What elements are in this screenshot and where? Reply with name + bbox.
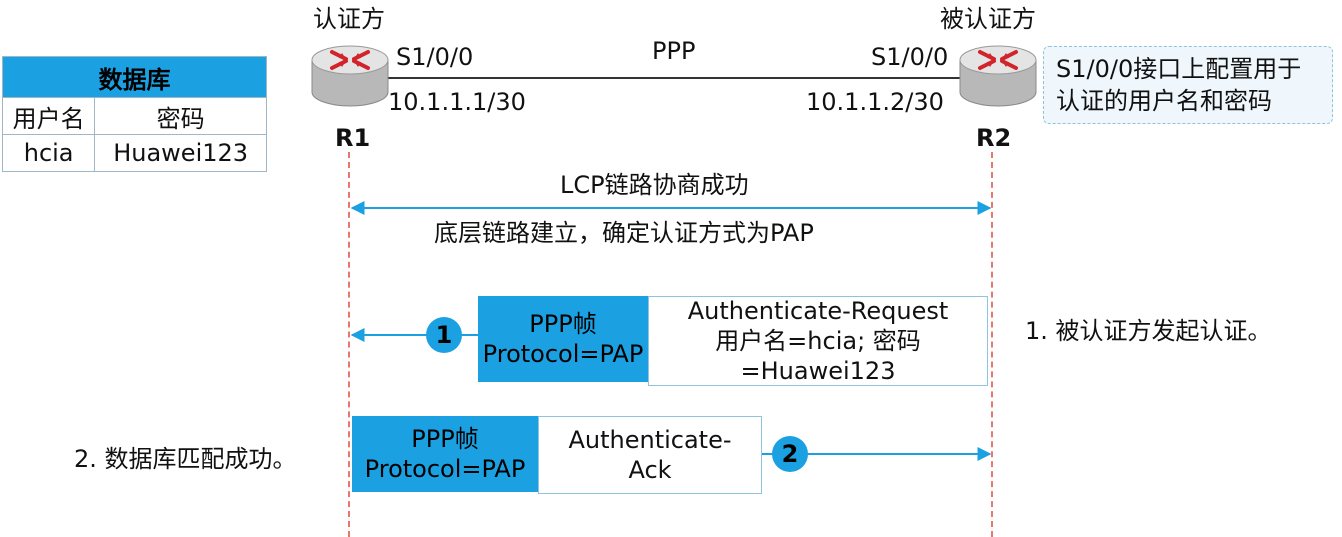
r1-role-label: 认证方	[313, 5, 385, 33]
msg2-frame-line2: Protocol=PAP	[364, 455, 526, 483]
database-table: 数据库 用户名 密码 hcia Huawei123	[1, 56, 267, 172]
step-1-badge: 1	[426, 317, 462, 353]
msg2-frame-line1: PPP帧	[411, 425, 479, 453]
msg1-frame-header: PPP帧 Protocol=PAP	[478, 296, 648, 382]
r1-ip: 10.1.1.1/30	[388, 88, 526, 116]
config-note: S1/0/0接口上配置用于 认证的用户名和密码	[1043, 46, 1333, 124]
msg1-body-line1: Authenticate-Request	[687, 297, 949, 325]
msg2-frame-body: Authenticate- Ack	[538, 416, 762, 494]
lcp-subtitle: 底层链路建立，确定认证方式为PAP	[434, 219, 814, 247]
msg1-frame-line2: Protocol=PAP	[482, 340, 644, 368]
r1-name: R1	[335, 124, 371, 152]
lcp-title: LCP链路协商成功	[560, 171, 749, 199]
router-icon	[311, 45, 389, 107]
router-icon	[959, 45, 1037, 107]
r2-role-label: 被认证方	[940, 5, 1036, 33]
link-protocol-label: PPP	[652, 37, 696, 65]
msg1-body-line2: 用户名=hcia; 密码	[715, 327, 921, 355]
database-title: 数据库	[2, 56, 267, 98]
config-note-line1: S1/0/0接口上配置用于	[1056, 55, 1302, 83]
r2-ip: 10.1.1.2/30	[806, 88, 944, 116]
r2-interface: S1/0/0	[871, 43, 949, 71]
msg1-frame-body: Authenticate-Request 用户名=hcia; 密码 =Huawe…	[648, 296, 988, 386]
database-cell-password: Huawei123	[94, 134, 267, 172]
step-2-badge: 2	[772, 436, 808, 472]
r2-name: R2	[976, 124, 1012, 152]
msg1-caption: 1. 被认证方发起认证。	[1025, 317, 1272, 345]
r1-interface: S1/0/0	[396, 43, 474, 71]
msg1-body-line3: =Huawei123	[740, 357, 896, 385]
database-header-password: 密码	[94, 97, 267, 135]
r1-lifeline	[348, 152, 350, 537]
msg2-caption: 2. 数据库匹配成功。	[74, 445, 297, 473]
config-note-line2: 认证的用户名和密码	[1056, 87, 1272, 115]
r2-lifeline	[991, 152, 993, 537]
msg2-frame-header: PPP帧 Protocol=PAP	[352, 416, 538, 492]
msg2-body-line1: Authenticate-	[568, 426, 732, 454]
database-cell-username: hcia	[1, 134, 96, 172]
msg1-frame-line1: PPP帧	[529, 310, 597, 338]
msg2-body-line2: Ack	[628, 456, 672, 484]
table-row: hcia Huawei123	[1, 134, 267, 172]
